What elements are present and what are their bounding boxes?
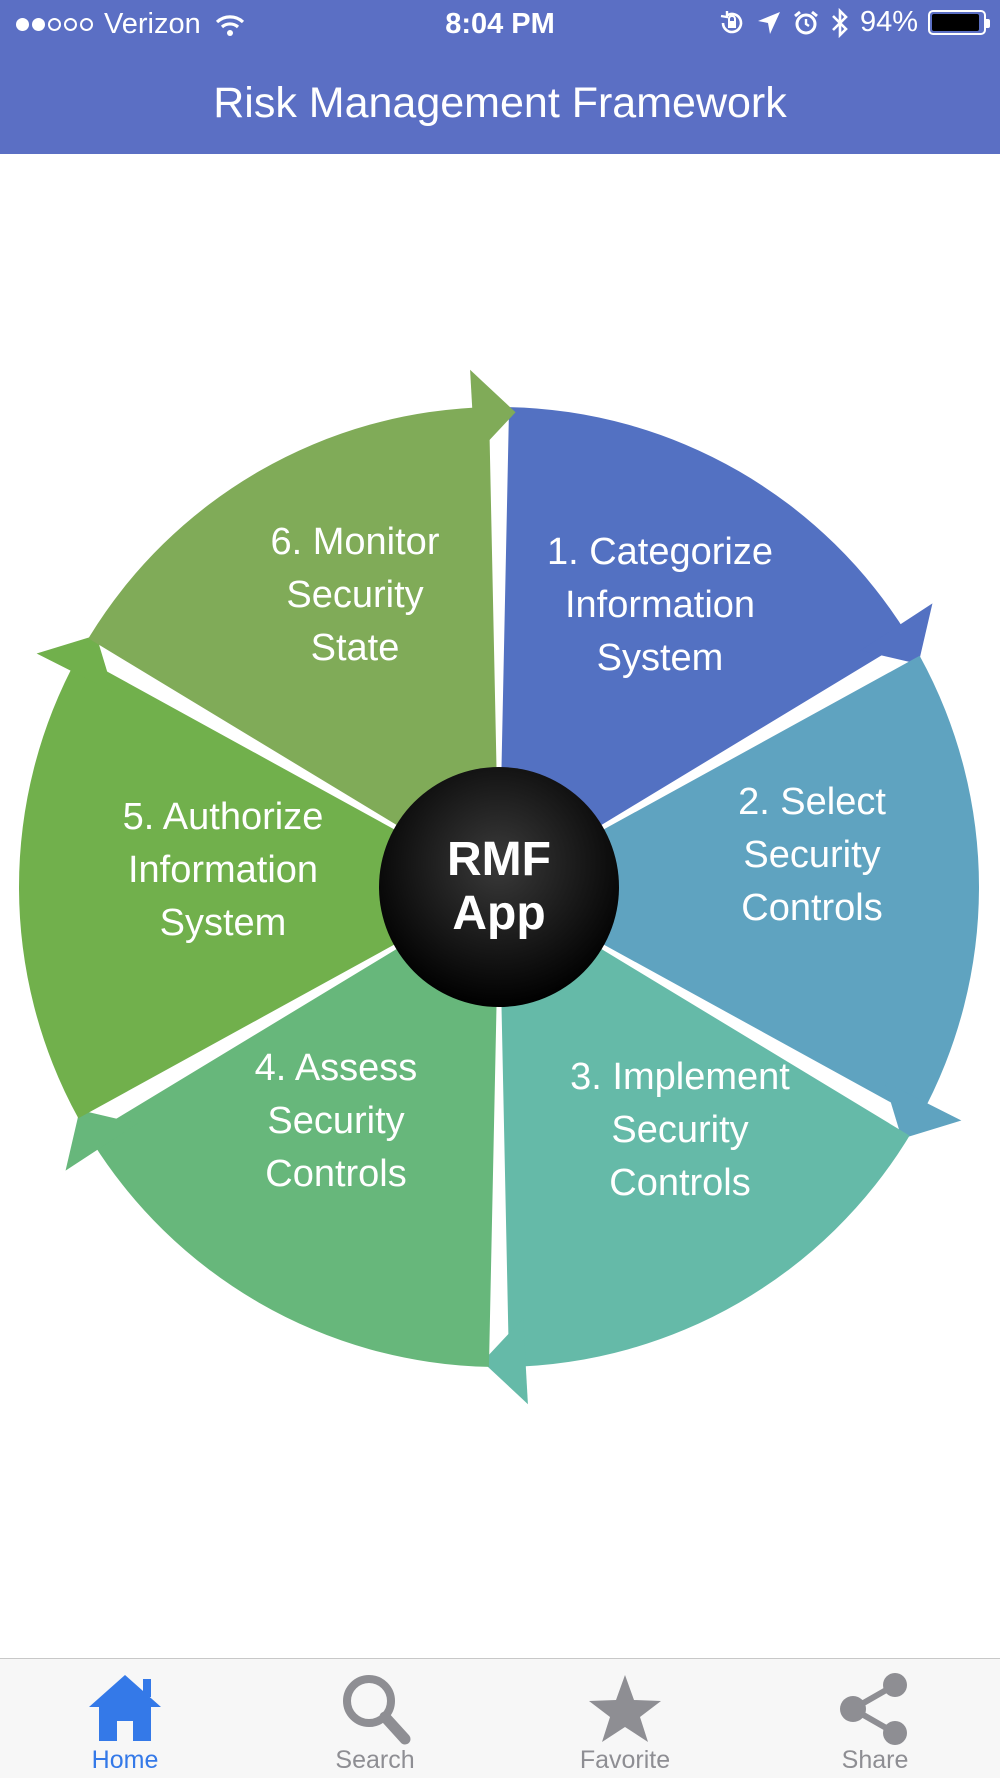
share-icon: [840, 1673, 907, 1745]
tab-share-label: Share: [841, 1746, 909, 1774]
rmf-step-3-line2: Security: [611, 1109, 748, 1151]
battery-icon: [928, 10, 990, 35]
rmf-step-3-line3: Controls: [609, 1162, 751, 1204]
rmf-segment-arrow-6: [470, 369, 516, 456]
bluetooth-icon: [832, 7, 848, 38]
wifi-icon: [215, 14, 244, 36]
rmf-segment-arrow-5: [36, 635, 114, 693]
app-header: Verizon 8:04 PM: [0, 0, 1000, 154]
tab-bar: Home Search Favorite Share: [0, 1658, 1000, 1778]
rmf-step-4-line3: Controls: [265, 1153, 407, 1195]
tab-share[interactable]: Share: [750, 1659, 1000, 1779]
signal-strength-icon: [16, 18, 96, 31]
rmf-step-5-line3: System: [160, 902, 287, 944]
rmf-step-2-line2: Security: [743, 834, 880, 876]
location-arrow-icon: [757, 11, 780, 34]
rmf-segment-6[interactable]: [88, 407, 497, 826]
orientation-lock-icon: [720, 10, 743, 33]
status-bar: Verizon 8:04 PM: [0, 0, 1000, 50]
rmf-step-6-line3: State: [311, 627, 400, 669]
rmf-step-5-line2: Information: [128, 849, 318, 891]
rmf-segment-arrow-1: [860, 603, 933, 665]
rmf-segment-arrow-3: [482, 1318, 528, 1405]
rmf-segment-1[interactable]: [501, 407, 910, 826]
rmf-segment-5[interactable]: [19, 655, 396, 1119]
rmf-segment-4[interactable]: [88, 948, 497, 1367]
hub-label-line1: RMF: [447, 833, 551, 886]
rmf-segment-2[interactable]: [602, 655, 980, 1119]
rmf-segment-3[interactable]: [501, 948, 910, 1367]
rmf-step-3-line1: 3. Implement: [570, 1056, 790, 1098]
home-icon: [89, 1675, 161, 1741]
rmf-step-4-line1: 4. Assess: [255, 1047, 418, 1089]
hub-label-line2: App: [452, 887, 545, 940]
tab-search-label: Search: [335, 1746, 415, 1774]
rmf-step-1-line1: 1. Categorize: [547, 531, 773, 573]
rmf-step-2-line1: 2. Select: [738, 781, 886, 823]
rmf-step-5-line1: 5. Authorize: [123, 796, 324, 838]
tab-favorite-label: Favorite: [579, 1746, 671, 1774]
rmf-step-1-line2: Information: [565, 584, 755, 626]
tab-favorite[interactable]: Favorite: [500, 1659, 750, 1779]
carrier-label: Verizon: [104, 8, 201, 40]
status-right: 94%: [718, 6, 990, 39]
rmf-step-6-line1: 6. Monitor: [271, 521, 440, 563]
rmf-segment-arrow-4: [65, 1109, 138, 1171]
tab-home-label: Home: [91, 1746, 159, 1774]
battery-percent: 94%: [859, 6, 918, 38]
status-left: Verizon: [16, 8, 245, 41]
tab-home[interactable]: Home: [0, 1659, 250, 1779]
alarm-icon: [794, 10, 818, 34]
battery-fill: [932, 14, 979, 31]
rmf-hub[interactable]: [379, 767, 619, 1007]
rmf-step-6-line2: Security: [286, 574, 423, 616]
rmf-segment-arrow-2: [884, 1081, 962, 1139]
rmf-step-1-line3: System: [597, 637, 724, 679]
rmf-step-4-line2: Security: [267, 1100, 404, 1142]
tab-search[interactable]: Search: [250, 1659, 500, 1779]
page-title: Risk Management Framework: [213, 79, 787, 127]
search-icon: [343, 1675, 411, 1745]
rmf-step-2-line3: Controls: [741, 887, 883, 929]
star-icon: [589, 1675, 661, 1742]
status-time: 8:04 PM: [445, 8, 555, 40]
